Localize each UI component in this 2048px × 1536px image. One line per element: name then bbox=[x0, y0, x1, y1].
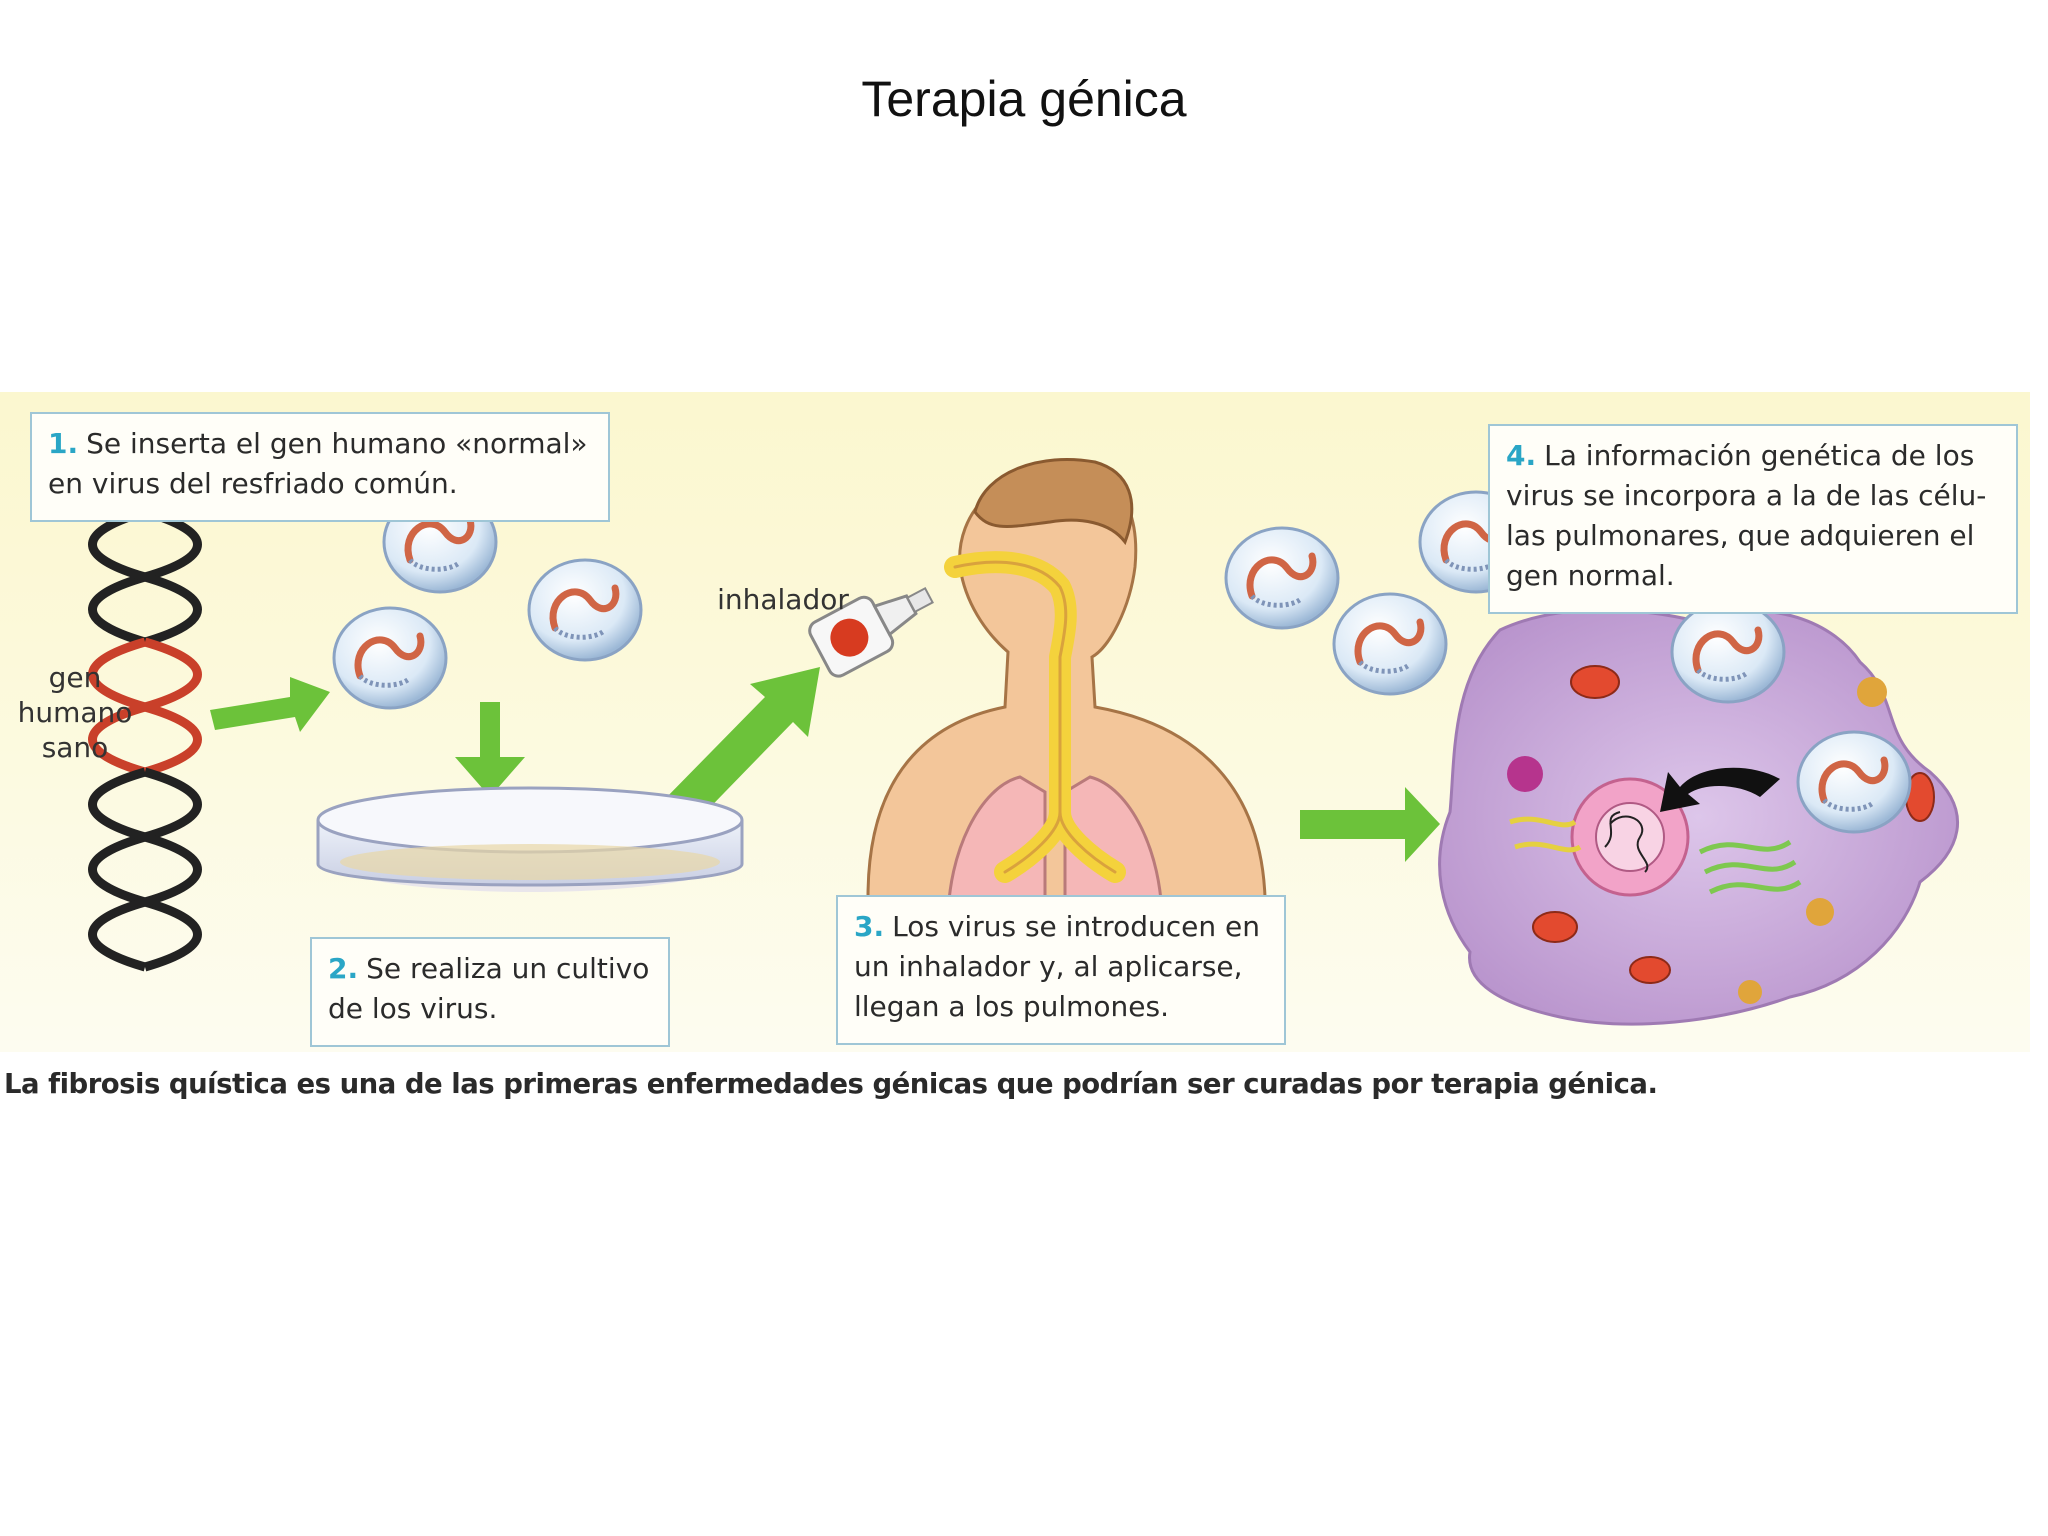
arrow-icon bbox=[210, 677, 330, 732]
step-2-box: 2.Se realiza un cultivo de los virus. bbox=[310, 937, 670, 1047]
step-3-line: 3.Los virus se introducen en bbox=[854, 907, 1268, 947]
step-3-text-line-2: un inhalador y, al aplicarse, bbox=[854, 950, 1243, 983]
cell-icon bbox=[1438, 602, 1959, 1026]
gene-label-line-1: gen bbox=[48, 661, 102, 694]
step-3-text-line-3: llegan a los pulmones. bbox=[854, 990, 1169, 1023]
step-1-text-line-1: Se inserta el gen humano «normal» bbox=[86, 427, 588, 460]
virus-icon bbox=[334, 608, 446, 708]
gene-therapy-figure: 1.Se inserta el gen humano «normal» en v… bbox=[0, 392, 2030, 1052]
step-4-text-line-2: virus se incorpora a la de las célu- bbox=[1506, 479, 1987, 512]
dna-helix-icon bbox=[88, 507, 202, 972]
inhaler-label: inhalador bbox=[717, 583, 849, 616]
step-2-text-line-1: Se realiza un cultivo bbox=[366, 952, 650, 985]
step-4-number: 4. bbox=[1506, 439, 1537, 472]
step-4-text-line-4: gen normal. bbox=[1506, 559, 1675, 592]
virus-icon bbox=[529, 560, 641, 660]
virus-icon bbox=[1226, 528, 1338, 628]
step-2-number: 2. bbox=[328, 952, 359, 985]
gene-label-line-3: sano bbox=[41, 731, 109, 764]
gene-label-line-2: humano bbox=[17, 696, 133, 729]
figure-caption: La fibrosis quística es una de las prime… bbox=[4, 1068, 1658, 1100]
step-4-line: 4.La información genética de los bbox=[1506, 436, 2000, 476]
inhaler-icon bbox=[808, 586, 934, 678]
virus-icon bbox=[1334, 594, 1446, 694]
step-2-text-line-2: de los virus. bbox=[328, 992, 498, 1025]
slide-title: Terapia génica bbox=[861, 71, 1187, 127]
step-4-text-line-1: La información genética de los bbox=[1544, 439, 1975, 472]
arrow-icon bbox=[660, 667, 820, 828]
airway-icon bbox=[944, 551, 1126, 883]
step-1-number: 1. bbox=[48, 427, 79, 460]
step-1-box: 1.Se inserta el gen humano «normal» en v… bbox=[30, 412, 610, 522]
step-2-line: 2.Se realiza un cultivo bbox=[328, 949, 652, 989]
arrow-icon bbox=[1300, 787, 1440, 862]
step-1-text-line-2: en virus del resfriado común. bbox=[48, 467, 458, 500]
step-1-line: 1.Se inserta el gen humano «normal» bbox=[48, 424, 592, 464]
arrow-icon bbox=[455, 702, 525, 797]
step-4-text-line-3: las pulmonares, que adquieren el bbox=[1506, 519, 1975, 552]
step-3-number: 3. bbox=[854, 910, 885, 943]
petri-dish-icon bbox=[316, 786, 744, 892]
step-4-box: 4.La información genética de los virus s… bbox=[1488, 424, 2018, 614]
step-3-box: 3.Los virus se introducen en un inhalado… bbox=[836, 895, 1286, 1045]
gene-label: gen humano sano bbox=[10, 660, 140, 765]
step-3-text-line-1: Los virus se introducen en bbox=[892, 910, 1260, 943]
